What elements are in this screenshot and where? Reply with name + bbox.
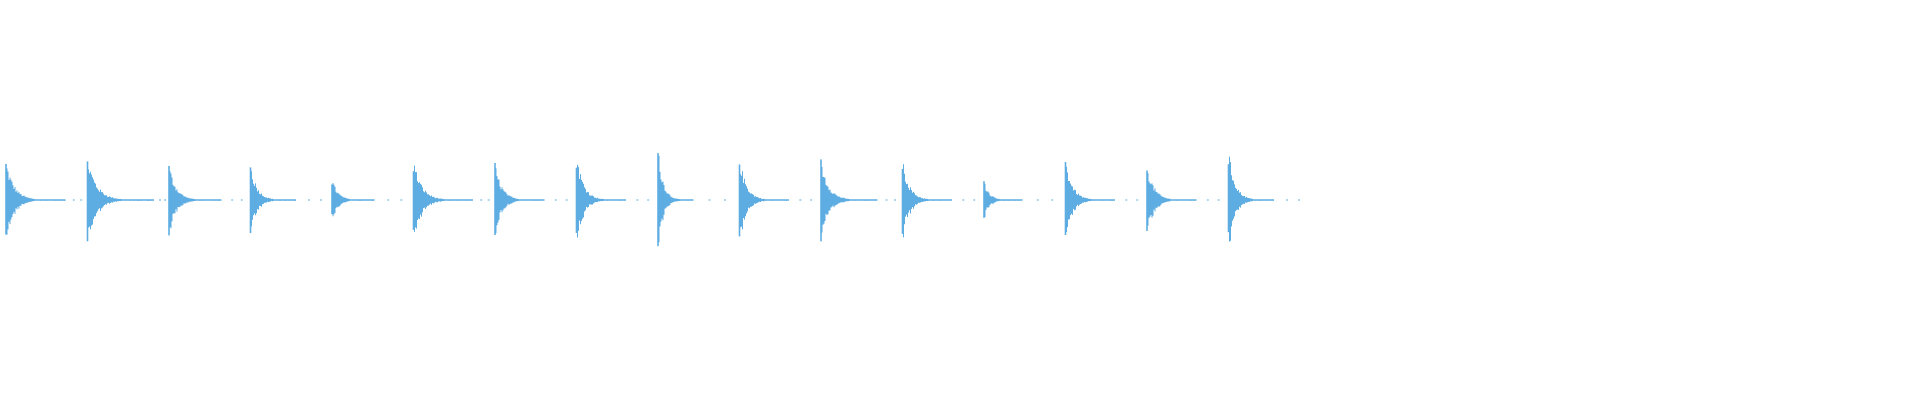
waveform-hit bbox=[983, 181, 1054, 218]
waveform-hit bbox=[249, 167, 322, 233]
waveform-hit bbox=[1227, 156, 1300, 242]
waveform-hit bbox=[901, 164, 976, 238]
waveform-hit bbox=[1146, 170, 1220, 231]
waveform-hit bbox=[575, 164, 650, 238]
waveform-hit bbox=[86, 161, 166, 242]
waveform-hit bbox=[738, 164, 813, 237]
waveform-hit bbox=[5, 163, 83, 235]
waveform-hit bbox=[331, 183, 403, 217]
waveform-hit bbox=[1064, 162, 1139, 235]
waveform-hit bbox=[657, 153, 726, 247]
waveform-hit bbox=[412, 165, 490, 232]
waveform-hit bbox=[820, 159, 896, 242]
waveform-hit bbox=[494, 163, 568, 235]
waveform-hit bbox=[168, 165, 243, 236]
